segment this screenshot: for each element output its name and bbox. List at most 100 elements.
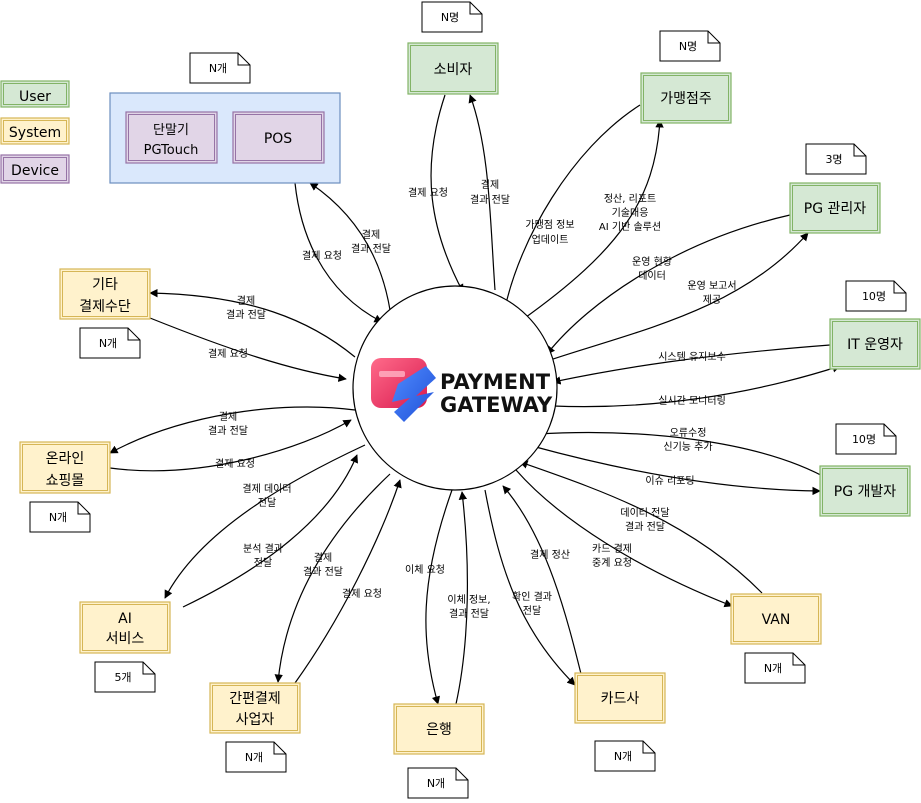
edge-consumer-result: [468, 94, 496, 291]
edge-label: 결제: [481, 179, 499, 191]
edge-label: 이슈 리포팅: [645, 475, 694, 487]
edge-device-request: [294, 182, 383, 323]
edge-label: 정산, 리포트: [604, 193, 656, 205]
edge-label: 결과 전달: [303, 566, 343, 578]
payment-gateway-logo-icon: [371, 358, 436, 422]
node-van: VAN: [730, 593, 822, 645]
edge-label: 결과 전달: [625, 521, 665, 533]
edge-label: 기술대응: [612, 207, 649, 219]
edge-label: 결과 전달: [351, 243, 391, 255]
note-device-group: N개: [189, 52, 251, 84]
edge-simple-result: [274, 473, 391, 683]
other-payment-sublabel: 결제수단: [79, 299, 131, 315]
note-text: 5개: [114, 671, 131, 684]
terminal-label: 단말기: [153, 123, 189, 138]
edge-admin-status: [546, 214, 791, 355]
edge-it-maint: [552, 344, 831, 385]
edges: [109, 94, 841, 705]
edge-label: 데이터 전달: [620, 507, 669, 519]
note-pg-admin: 3명: [805, 143, 867, 175]
edge-label: 전달: [523, 605, 541, 617]
legend-user: User: [19, 89, 51, 105]
note-text: N개: [614, 750, 632, 763]
card-company-label: 카드사: [601, 691, 640, 707]
edge-dev-fix: [536, 429, 831, 481]
edge-ai-data: [164, 444, 366, 599]
edge-other-request: [149, 317, 347, 382]
online-mall-sublabel: 쇼핑몰: [46, 473, 85, 489]
edge-label: 결제: [219, 411, 237, 423]
hub-circle: [352, 285, 558, 491]
edge-label: 결제 요청: [215, 458, 255, 470]
edge-it-monitor: [552, 364, 841, 408]
edge-merchant-report: [521, 119, 664, 321]
edge-label: 가맹점 정보: [525, 219, 574, 231]
note-it-operator: 10명: [845, 280, 907, 312]
edge-label: 중계 요청: [592, 557, 632, 569]
edge-van-result: [519, 460, 763, 594]
legend-device: Device: [11, 163, 59, 179]
edge-consumer-request: [430, 94, 464, 293]
edge-label: 확인 결과: [512, 591, 552, 603]
pos-label: POS: [264, 131, 292, 147]
edge-label: 결제: [237, 295, 255, 307]
node-ai-service: AI 서비스: [79, 601, 171, 654]
note-text: 10명: [862, 290, 886, 303]
edge-label: AI 기반 솔루션: [599, 221, 661, 233]
simple-pay-sublabel: 사업자: [236, 712, 275, 728]
edge-device-result: [309, 182, 391, 311]
edge-label: 제공: [703, 294, 721, 306]
note-card-company: N개: [594, 740, 656, 772]
edge-label: 결과 전달: [449, 608, 489, 620]
edge-label: 결제 요청: [208, 348, 248, 360]
node-card-company: 카드사: [574, 672, 666, 724]
bank-label: 은행: [426, 722, 452, 738]
device-group: 단말기 PGTouch POS: [109, 92, 341, 184]
edge-label: 시스템 유지보수: [658, 351, 726, 363]
edge-label: 결제 요청: [342, 588, 382, 600]
edge-label: 운영 현황: [632, 256, 672, 268]
edge-label: 업데이트: [532, 233, 569, 246]
ai-sublabel: 서비스: [106, 631, 145, 647]
edge-bank-result: [455, 491, 468, 705]
edge-label: 결제 요청: [408, 187, 448, 199]
node-other-payment: 기타 결제수단: [59, 268, 151, 320]
edge-bank-request: [425, 489, 453, 705]
van-label: VAN: [762, 612, 791, 628]
edge-label: 오류수정: [670, 427, 707, 439]
note-text: 3명: [825, 153, 842, 166]
notes: N명 N명 3명 10명 10명 N개: [29, 1, 907, 799]
edge-mall-request: [109, 419, 352, 472]
edge-ai-result: [182, 454, 358, 608]
edge-other-result: [149, 288, 356, 358]
note-bank: N개: [407, 767, 469, 799]
note-text: 10명: [852, 433, 876, 446]
note-text: N개: [209, 62, 227, 75]
online-mall-label: 온라인: [46, 451, 85, 467]
note-ai: 5개: [94, 661, 156, 693]
pg-admin-label: PG 관리자: [804, 201, 867, 217]
edge-label: 결제 요청: [302, 250, 342, 262]
edge-label: 운영 보고서: [687, 280, 736, 292]
edge-van-request: [515, 469, 733, 608]
node-it-operator: IT 운영자: [829, 318, 921, 370]
edge-label: 결과 전달: [226, 309, 266, 321]
edge-label: 결제: [362, 229, 380, 241]
hub-title-line1: PAYMENT: [440, 370, 551, 394]
node-pg-developer: PG 개발자: [819, 465, 911, 517]
note-text: N명: [679, 40, 697, 53]
edge-label: 실시간 모니터링: [658, 395, 726, 407]
node-online-mall: 온라인 쇼핑몰: [19, 441, 111, 494]
note-van: N개: [744, 652, 806, 684]
edge-label: 신기능 추가: [663, 441, 712, 453]
edge-mall-result: [109, 406, 356, 454]
note-pg-developer: 10명: [835, 423, 897, 455]
hub-title-line2: GATEWAY: [440, 393, 553, 417]
merchant-label: 가맹점주: [660, 91, 712, 107]
pg-developer-label: PG 개발자: [834, 484, 897, 500]
edge-card-settle: [502, 485, 586, 691]
edge-label: 결제: [314, 552, 332, 564]
node-bank: 은행: [393, 703, 485, 755]
edge-merchant-info: [502, 104, 641, 309]
